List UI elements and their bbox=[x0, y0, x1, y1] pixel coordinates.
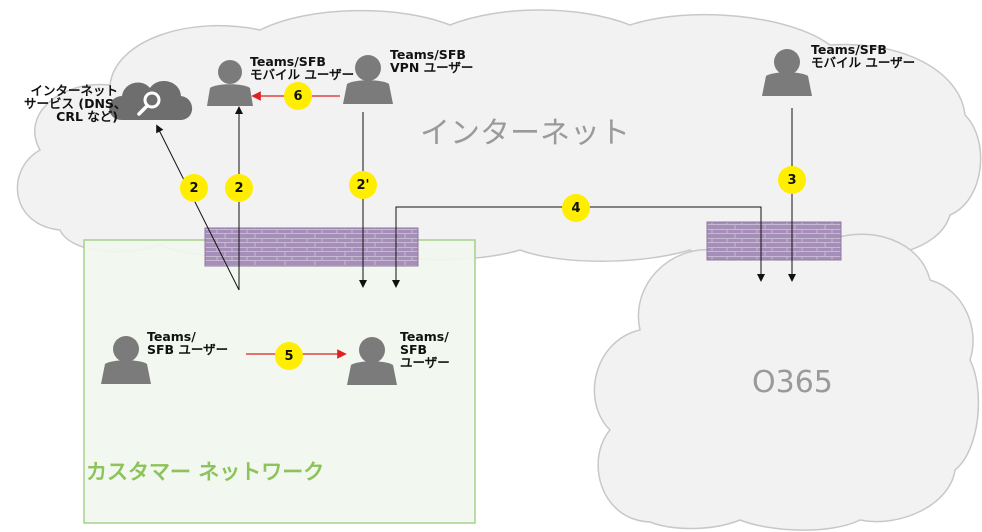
mobile-user-right-label: Teams/SFB モバイル ユーザー bbox=[811, 43, 915, 69]
badge-4: 4 bbox=[562, 194, 590, 222]
badge-5: 5 bbox=[275, 342, 303, 370]
mobile-user-left-line-1: Teams/SFB bbox=[250, 54, 326, 69]
mobile-user-left-label: Teams/SFB モバイル ユーザー bbox=[250, 55, 354, 81]
badge-3: 3 bbox=[778, 166, 806, 194]
mobile-user-left-line-2: モバイル ユーザー bbox=[250, 67, 355, 82]
internet-services-cloud-icon bbox=[109, 81, 193, 120]
o365-label: O365 bbox=[752, 365, 833, 400]
firewall-customer bbox=[204, 227, 419, 267]
line-2-services bbox=[156, 124, 240, 291]
internal-user-right-line-2: SFB bbox=[400, 342, 428, 357]
internet-label: インターネット bbox=[420, 116, 630, 151]
internet-services-line-3: CRL など) bbox=[56, 109, 118, 124]
badge-2-mobile: 2 bbox=[225, 174, 253, 202]
o365-cloud bbox=[593, 226, 980, 531]
internal-user-right-line-1: Teams/ bbox=[400, 329, 449, 344]
vpn-user-line-2: VPN ユーザー bbox=[390, 60, 474, 75]
mobile-user-right-line-2: モバイル ユーザー bbox=[811, 55, 916, 70]
internal-user-right-label: Teams/ SFB ユーザー bbox=[400, 330, 450, 369]
internal-user-left-label: Teams/ SFB ユーザー bbox=[147, 330, 228, 356]
vpn-user-label: Teams/SFB VPN ユーザー bbox=[390, 48, 473, 74]
firewall-o365 bbox=[706, 221, 842, 261]
internet-services-label: インターネット サービス (DNS、 CRL など) bbox=[24, 83, 127, 124]
internal-user-left-line-2: SFB ユーザー bbox=[147, 342, 229, 357]
user-icon-mobile-left bbox=[207, 60, 253, 106]
internal-user-left-line-1: Teams/ bbox=[147, 329, 196, 344]
user-icon-mobile-right bbox=[762, 49, 812, 96]
user-icon-internal-left bbox=[101, 336, 151, 384]
internet-services-line-1: インターネット bbox=[30, 83, 118, 98]
badge-2-services: 2 bbox=[180, 174, 208, 202]
internal-user-right-line-3: ユーザー bbox=[400, 355, 450, 370]
user-icon-internal-right bbox=[347, 337, 397, 385]
vpn-user-line-1: Teams/SFB bbox=[390, 47, 466, 62]
customer-network-label: カスタマー ネットワーク bbox=[86, 460, 325, 484]
mobile-user-right-line-1: Teams/SFB bbox=[811, 42, 887, 57]
user-icon-vpn bbox=[343, 55, 393, 104]
internet-services-line-2: サービス (DNS、 bbox=[24, 96, 127, 111]
badge-6: 6 bbox=[284, 82, 312, 110]
badge-2prime: 2' bbox=[349, 171, 377, 199]
